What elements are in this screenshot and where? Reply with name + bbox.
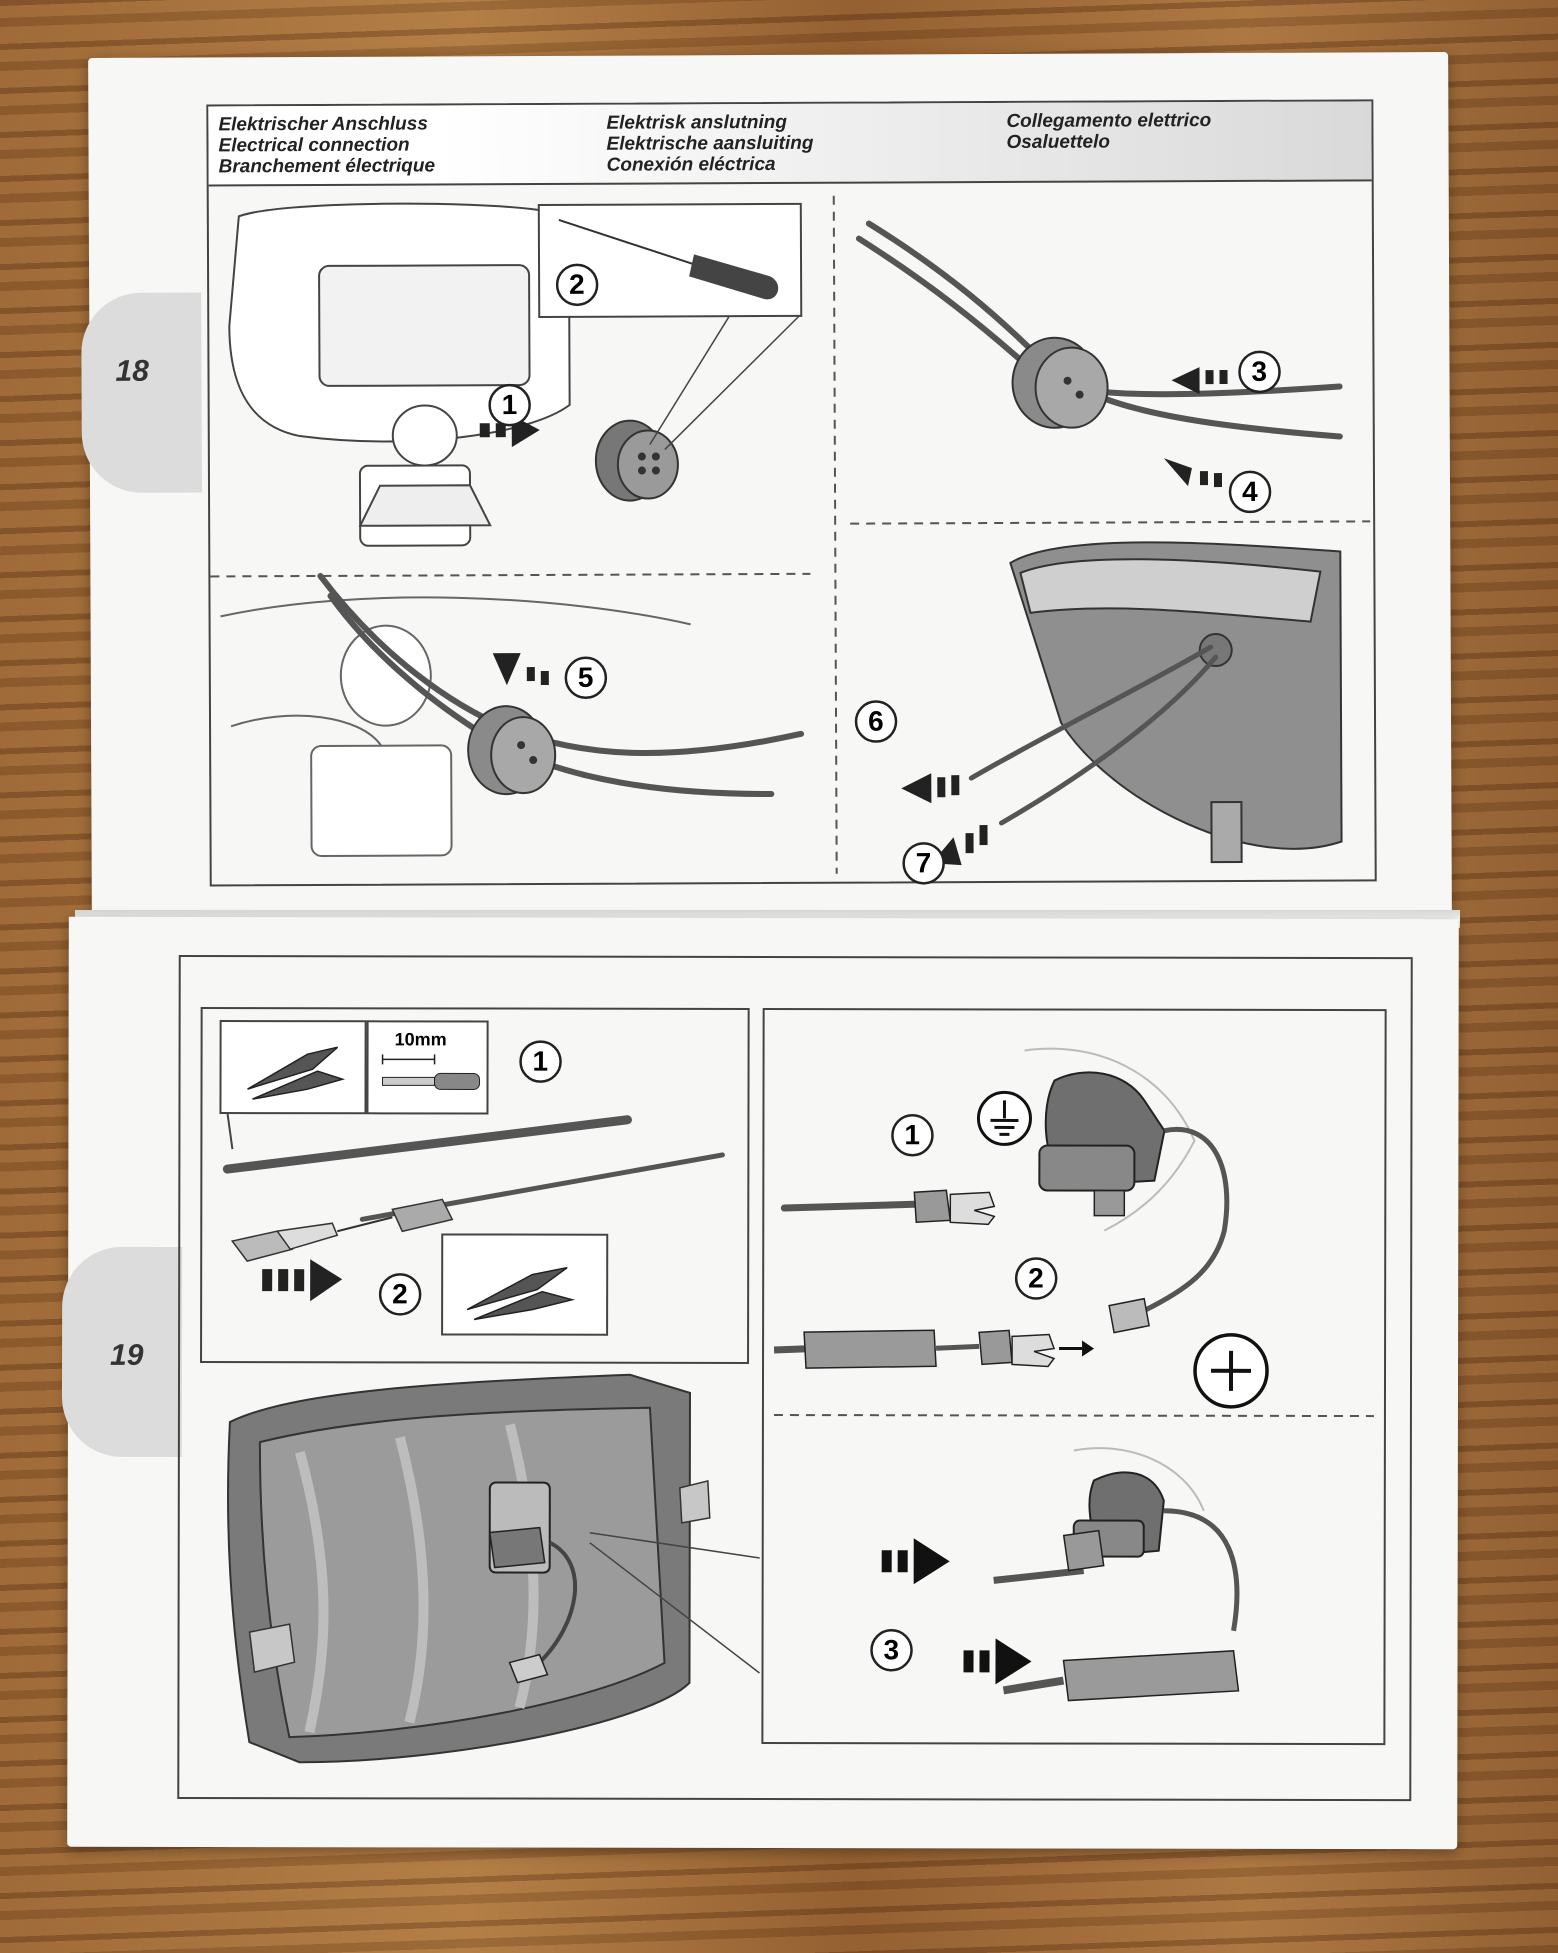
arrow-right-3a — [881, 1538, 950, 1585]
step-marker-6 — [854, 700, 898, 743]
arrow-connect-plus — [1059, 1340, 1095, 1357]
crimp-illustration — [219, 1020, 725, 1336]
arrow-right-3b — [963, 1638, 1032, 1685]
panel-insert-grommet — [228, 202, 571, 547]
step-label-7: 7 — [915, 847, 932, 879]
grommet-1 — [594, 419, 679, 502]
step-marker-2 — [555, 263, 599, 307]
plus-symbol — [1193, 1333, 1269, 1409]
right-step-label-3: 3 — [883, 1634, 900, 1666]
ring-terminal — [1108, 1297, 1150, 1334]
step-marker-5 — [564, 656, 608, 700]
lamp-socket — [488, 1481, 551, 1574]
arrow-4 — [1163, 458, 1223, 488]
step-label-4: 4 — [1241, 475, 1258, 507]
crimp-panel: 10mm 1 2 — [200, 1007, 750, 1364]
manual-page-18: 18 Elektrischer Anschluss Electrical con… — [81, 52, 1452, 918]
step-marker-3 — [1238, 350, 1281, 394]
page-number-18: 18 — [115, 354, 149, 388]
right-step-marker-1 — [891, 1114, 934, 1157]
arrow-3 — [1171, 367, 1228, 395]
page-tab-18 — [81, 292, 203, 494]
right-step-marker-3 — [870, 1628, 913, 1672]
wiring-frame: 10mm 1 2 — [177, 954, 1413, 1802]
inline-fuse — [391, 1198, 454, 1233]
step-label-5: 5 — [577, 661, 594, 693]
step-marker-4 — [1228, 470, 1272, 514]
crimp-pliers-1 — [247, 1046, 346, 1100]
terminal-illustration — [773, 1047, 1374, 1702]
terminal-panel: 1 2 3 — [761, 1007, 1387, 1746]
right-step-label-1: 1 — [904, 1119, 921, 1151]
callout-lines — [589, 1531, 760, 1674]
arrow-left-2 — [262, 1259, 343, 1302]
lamp-socket-closeup — [1038, 1071, 1166, 1217]
grommet-2 — [1011, 336, 1109, 429]
flat-connector — [230, 1222, 339, 1262]
ground-symbol — [976, 1090, 1032, 1146]
grommet-3 — [467, 705, 557, 796]
step-label-1: 1 — [501, 389, 518, 421]
headlamp-illustration — [227, 1373, 711, 1764]
panel-bracket — [220, 596, 691, 857]
manual-page-19: 19 — [61, 916, 1459, 1850]
right-step-marker-2 — [1014, 1257, 1058, 1300]
arrow-5 — [492, 653, 549, 686]
step-marker-1 — [488, 383, 531, 427]
left-step-marker-2 — [378, 1273, 422, 1316]
step-label-6: 6 — [867, 705, 884, 737]
electrical-connection-frame: Elektrischer Anschluss Electrical connec… — [206, 99, 1377, 887]
wires-panel-6-7 — [968, 644, 1219, 826]
left-step-marker-1 — [519, 1040, 562, 1083]
page-number-19: 19 — [110, 1338, 144, 1372]
step-marker-7 — [902, 842, 945, 885]
strip-inset — [366, 1020, 489, 1115]
arrow-6 — [901, 773, 960, 804]
top-step-markers — [488, 263, 1281, 885]
top-illustration — [210, 195, 1371, 874]
right-step-label-2: 2 — [1028, 1262, 1044, 1294]
step-label-3: 3 — [1251, 355, 1268, 387]
step-label-2: 2 — [569, 268, 585, 300]
awl-tool — [558, 218, 779, 300]
crimp-pliers-2 — [466, 1266, 576, 1321]
